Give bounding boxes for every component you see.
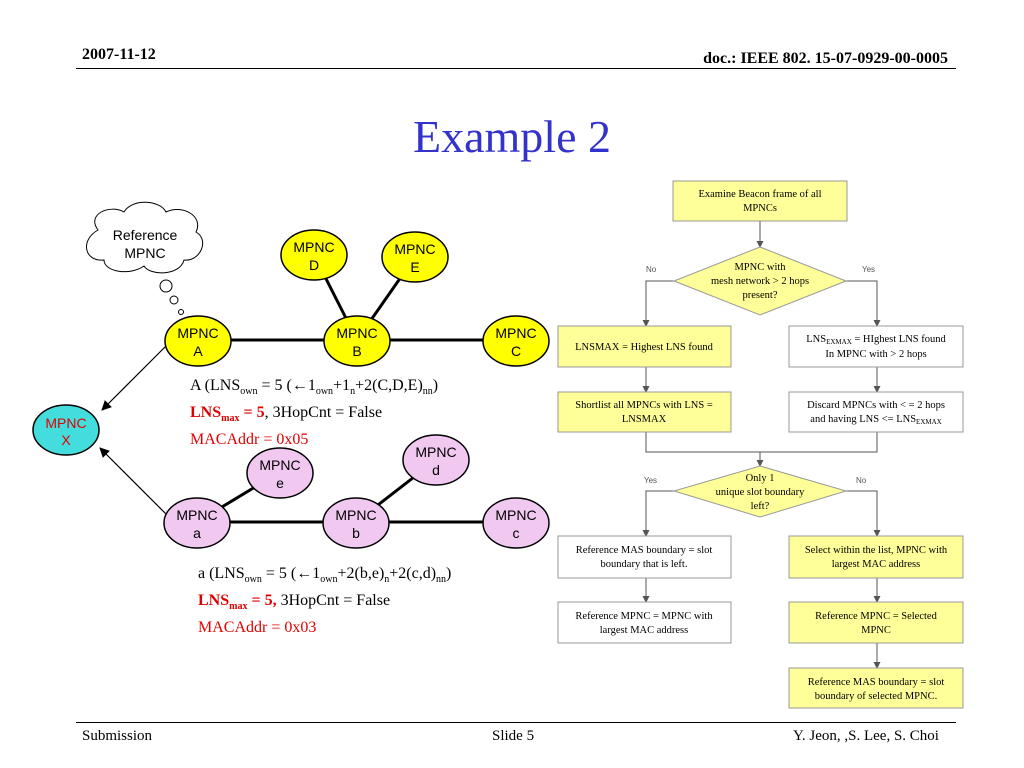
bottom-info-line1: a (LNSown = 5 (←1own+2(b,e)n+2(c,d)nn): [198, 565, 452, 586]
footer-slide-number: Slide 5: [492, 728, 535, 744]
top-info-line1: A (LNSown = 5 (←1own+1n+2(C,D,E)nn): [190, 377, 439, 398]
svg-text:boundary that is left.: boundary that is left.: [601, 559, 688, 570]
svg-text:E: E: [410, 259, 419, 275]
svg-text:c: c: [513, 525, 520, 541]
flow-box-shortlist: Shortlist all MPNCs with LNS = LNSMAX: [557, 391, 732, 433]
svg-text:unique slot boundary: unique slot boundary: [716, 487, 805, 498]
svg-text:Discard MPNCs with < = 2 hops: Discard MPNCs with < = 2 hops: [807, 400, 945, 411]
svg-text:largest MAC address: largest MAC address: [832, 559, 920, 570]
footer-authors: Y. Jeon, ,S. Lee, S. Choi: [793, 728, 939, 744]
arrow-a-to-x: [101, 345, 167, 411]
svg-text:MPNC: MPNC: [259, 457, 300, 473]
footer-submission: Submission: [82, 728, 153, 744]
flowchart: No Yes Yes No Examine Beacon frame of al…: [557, 180, 964, 709]
svg-text:Examine Beacon frame of all: Examine Beacon frame of all: [698, 189, 821, 200]
svg-text:mesh network > 2 hops: mesh network > 2 hops: [711, 276, 809, 287]
svg-text:d: d: [432, 462, 440, 478]
decision2-yes-label: Yes: [644, 476, 657, 485]
flow-box-ref-mas-left: Reference MAS boundary = slot boundary t…: [557, 535, 732, 579]
svg-text:left?: left?: [751, 501, 770, 512]
svg-text:Reference MAS boundary = slot: Reference MAS boundary = slot: [576, 545, 713, 556]
thought-line1: Reference: [113, 227, 178, 243]
node-mpnc-lower-c: MPNC c: [482, 497, 550, 549]
flow-box-ref-mpnc-largest-mac: Reference MPNC = MPNC with largest MAC a…: [557, 601, 732, 644]
flow-decision-1: MPNC with mesh network > 2 hops present?: [672, 246, 848, 316]
svg-text:A: A: [193, 343, 203, 359]
footer-rule: [76, 722, 956, 723]
svg-text:largest MAC address: largest MAC address: [600, 625, 688, 636]
flow-box-lns-exmax: LNSEXMAX = HIghest LNS found In MPNC wit…: [788, 325, 964, 368]
flow-box-lnsmax: LNSMAX = Highest LNS found: [557, 325, 732, 368]
svg-text:LNSEXMAX = HIghest LNS found: LNSEXMAX = HIghest LNS found: [806, 334, 946, 346]
top-info-line2: LNSmax = 5, 3HopCnt = False: [190, 404, 383, 425]
svg-text:D: D: [309, 257, 319, 273]
svg-text:MPNC: MPNC: [45, 415, 86, 431]
svg-text:Reference MPNC = MPNC with: Reference MPNC = MPNC with: [575, 611, 713, 622]
svg-text:MPNC: MPNC: [495, 507, 536, 523]
node-mpnc-d: MPNC D: [280, 229, 348, 281]
svg-text:MPNC with: MPNC with: [734, 262, 786, 273]
decision2-no-label: No: [856, 476, 867, 485]
reference-thought-bubble: Reference MPNC: [86, 201, 204, 315]
arrow-a-lower-to-x: [99, 447, 167, 515]
header-date: 2007-11-12: [82, 46, 156, 63]
flow-box-discard: Discard MPNCs with < = 2 hops and having…: [788, 391, 964, 433]
flow-start-box: Examine Beacon frame of all MPNCs: [672, 180, 848, 222]
flow-decision-2: Only 1 unique slot boundary left?: [672, 465, 848, 518]
flow-box-select-largest-mac: Select within the list, MPNC with larges…: [788, 535, 964, 579]
node-mpnc-c: MPNC C: [482, 315, 550, 367]
flow-box-ref-mas-selected: Reference MAS boundary = slot boundary o…: [788, 667, 964, 709]
node-mpnc-x: MPNC X: [32, 404, 100, 456]
svg-text:LNSMAX = Highest LNS found: LNSMAX = Highest LNS found: [575, 342, 714, 353]
bottom-info-line2: LNSmax = 5, 3HopCnt = False: [198, 592, 391, 613]
top-info-block: A (LNSown = 5 (←1own+1n+2(C,D,E)nn) LNSm…: [190, 375, 438, 450]
svg-text:Reference MPNC = Selected: Reference MPNC = Selected: [815, 611, 937, 622]
svg-text:boundary of selected MPNC.: boundary of selected MPNC.: [815, 691, 937, 702]
node-mpnc-a: MPNC A: [164, 315, 232, 367]
svg-text:C: C: [511, 343, 521, 359]
svg-text:MPNC: MPNC: [293, 239, 334, 255]
header-doc-id: doc.: IEEE 802. 15-07-0929-00-0005: [703, 50, 948, 67]
svg-text:Select within the list, MPNC w: Select within the list, MPNC with: [805, 545, 948, 556]
svg-text:a: a: [193, 525, 201, 541]
svg-text:Only 1: Only 1: [746, 473, 775, 484]
svg-text:LNSMAX: LNSMAX: [622, 414, 667, 425]
node-mpnc-lower-a: MPNC a: [163, 497, 231, 549]
node-mpnc-e: MPNC E: [381, 231, 449, 283]
node-mpnc-b: MPNC B: [323, 315, 391, 367]
svg-text:MPNCs: MPNCs: [743, 203, 777, 214]
bottom-info-line3: MACAddr = 0x03: [198, 619, 317, 637]
decision1-no-label: No: [646, 265, 657, 274]
thought-line2: MPNC: [124, 245, 165, 261]
svg-text:MPNC: MPNC: [394, 241, 435, 257]
svg-text:MPNC: MPNC: [177, 325, 218, 341]
svg-text:In MPNC with > 2 hops: In MPNC with > 2 hops: [825, 349, 926, 360]
slide-title: Example 2: [413, 111, 611, 162]
bottom-info-block: a (LNSown = 5 (←1own+2(b,e)n+2(c,d)nn) L…: [198, 563, 451, 638]
svg-text:MPNC: MPNC: [415, 444, 456, 460]
svg-text:X: X: [61, 432, 71, 448]
svg-text:Reference MAS boundary = slot: Reference MAS boundary = slot: [808, 677, 945, 688]
svg-text:MPNC: MPNC: [495, 325, 536, 341]
svg-text:MPNC: MPNC: [336, 325, 377, 341]
node-mpnc-lower-b: MPNC b: [322, 497, 390, 549]
decision1-yes-label: Yes: [862, 265, 875, 274]
svg-text:b: b: [352, 525, 360, 541]
header-rule: [76, 68, 956, 69]
svg-text:MPNC: MPNC: [861, 625, 891, 636]
svg-text:Shortlist all MPNCs with LNS =: Shortlist all MPNCs with LNS =: [575, 400, 713, 411]
svg-text:present?: present?: [743, 290, 778, 301]
flow-box-ref-mpnc-selected: Reference MPNC = Selected MPNC: [788, 601, 964, 644]
svg-text:MPNC: MPNC: [176, 507, 217, 523]
svg-text:MPNC: MPNC: [335, 507, 376, 523]
svg-text:and having LNS <= LNSEXMAX: and having LNS <= LNSEXMAX: [810, 414, 941, 426]
svg-text:e: e: [276, 475, 284, 491]
node-mpnc-lower-d: MPNC d: [402, 434, 470, 486]
top-info-line3: MACAddr = 0x05: [190, 431, 309, 449]
svg-text:B: B: [352, 343, 361, 359]
node-mpnc-lower-e: MPNC e: [246, 447, 314, 499]
